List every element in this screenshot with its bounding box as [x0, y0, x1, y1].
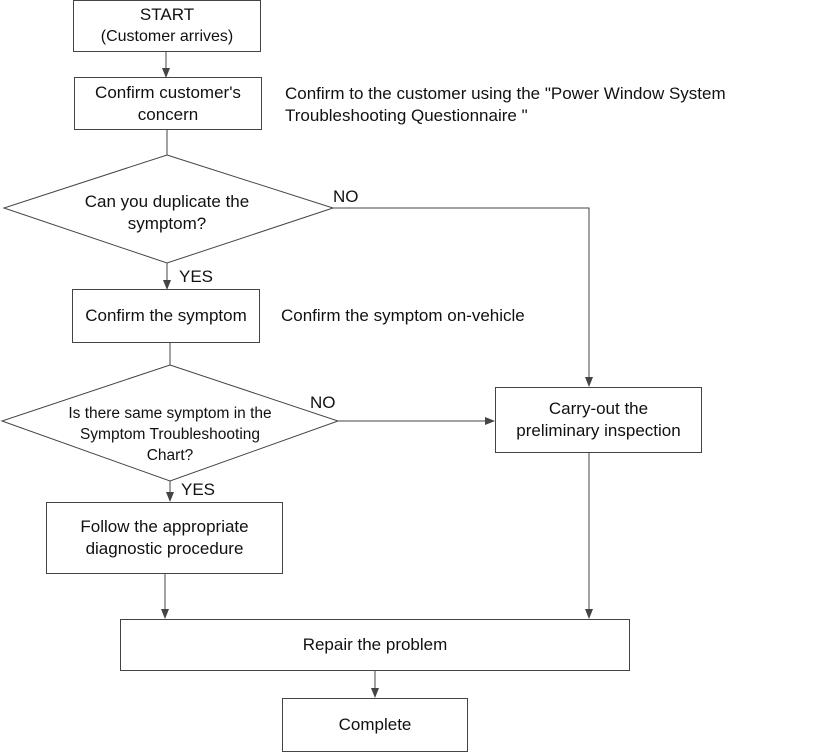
- preliminary-inspection-box: Carry-out the preliminary inspection: [495, 387, 702, 453]
- concern-note-line1: Confirm to the customer using the "Power…: [285, 84, 726, 103]
- arrow-duplicate-no: [333, 207, 593, 387]
- duplicate-yes-label: YES: [179, 267, 214, 286]
- chart-decision-line3: Chart?: [146, 446, 194, 464]
- confirm-concern-line1: Confirm customer's: [95, 82, 241, 102]
- chart-decision-line1: Is there same symptom in the: [68, 404, 272, 422]
- start-label: START: [139, 5, 195, 24]
- confirm-symptom-note: Confirm the symptom on-vehicle: [281, 306, 525, 325]
- preliminary-line2: preliminary inspection: [516, 421, 681, 440]
- diagnostic-line1: Follow the appropriate: [80, 517, 249, 536]
- preliminary-line1: Carry-out the: [548, 399, 649, 418]
- duplicate-no-label: NO: [333, 187, 359, 206]
- concern-note-line2: Troubleshooting Questionnaire ": [285, 106, 528, 125]
- diagnostic-procedure-box: Follow the appropriate diagnostic proced…: [46, 502, 283, 574]
- start-box: START (Customer arrives): [73, 0, 261, 52]
- complete-label: Complete: [338, 715, 412, 734]
- duplicate-decision-text: Can you duplicate the symptom?: [34, 190, 300, 236]
- start-sublabel: (Customer arrives): [100, 28, 234, 45]
- complete-box: Complete: [282, 698, 468, 752]
- duplicate-decision-line1: Can you duplicate the: [84, 192, 250, 211]
- chart-decision-line2: Symptom Troubleshooting: [79, 425, 261, 443]
- repair-label: Repair the problem: [302, 635, 448, 654]
- chart-yes-label: YES: [181, 480, 216, 499]
- confirm-concern-note: Confirm to the customer using the "Power…: [285, 83, 726, 127]
- duplicate-decision-line2: symptom?: [127, 214, 207, 233]
- diagnostic-line2: diagnostic procedure: [85, 539, 244, 558]
- confirm-concern-line2: concern: [137, 104, 199, 124]
- confirm-symptom-label: Confirm the symptom: [85, 306, 247, 325]
- confirm-symptom-box: Confirm the symptom: [72, 289, 260, 343]
- repair-problem-box: Repair the problem: [120, 619, 630, 671]
- chart-no-label: NO: [310, 393, 336, 412]
- confirm-concern-box: Confirm customer's concern: [74, 77, 262, 130]
- chart-decision-text: Is there same symptom in the Symptom Tro…: [30, 401, 310, 467]
